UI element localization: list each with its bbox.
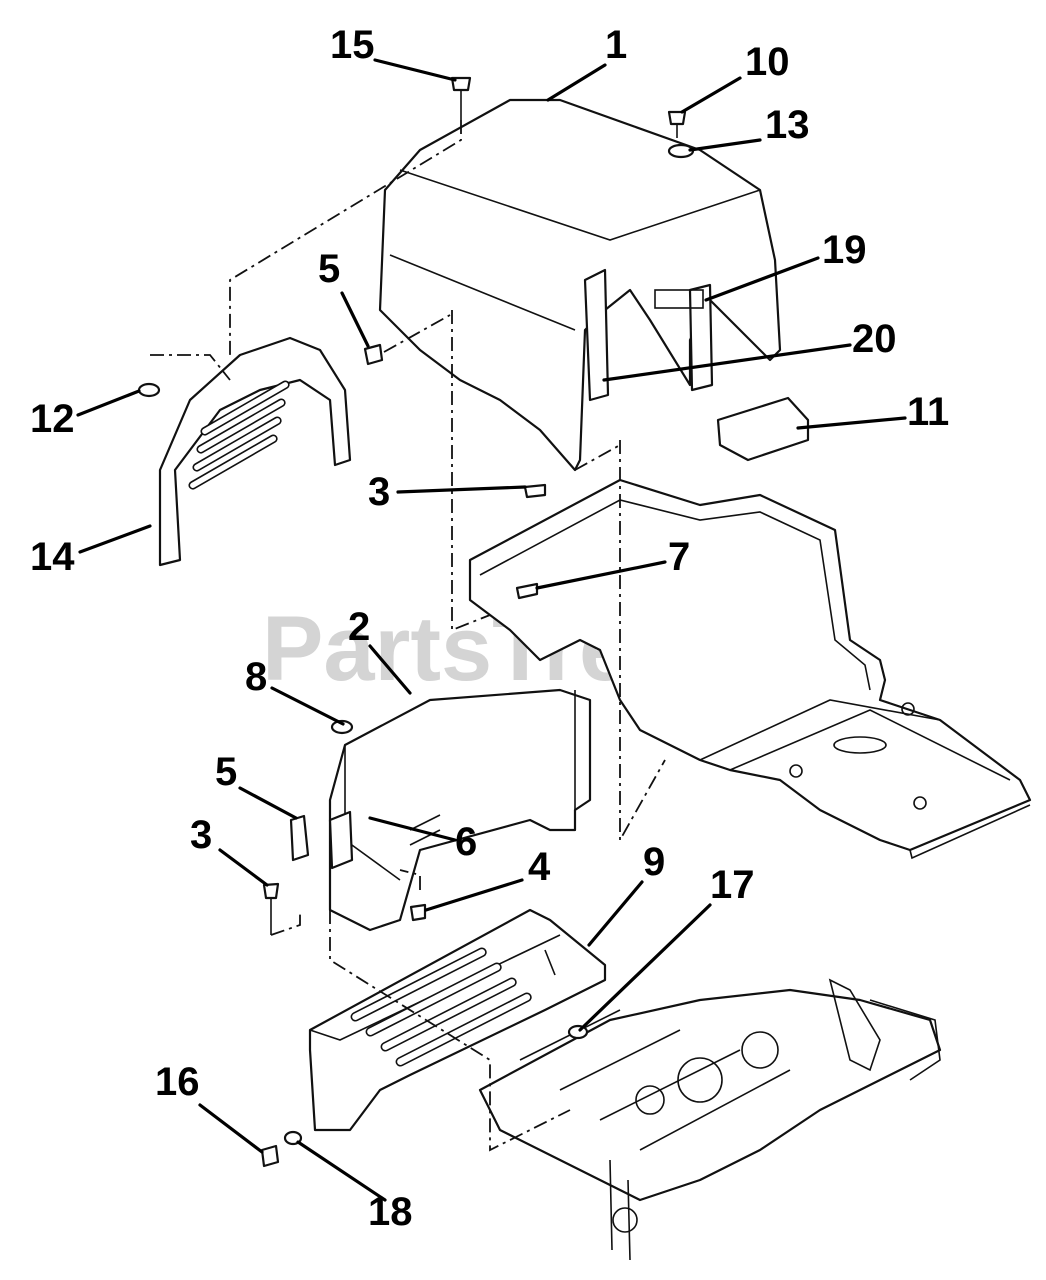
callout-11: 11 bbox=[907, 390, 949, 434]
part-11-bracket bbox=[716, 396, 810, 462]
part-14-side-grille bbox=[158, 336, 352, 567]
callout-20: 20 bbox=[852, 317, 897, 361]
callout-3-hood: 3 bbox=[368, 470, 390, 514]
callout-16: 16 bbox=[155, 1060, 200, 1104]
callouts: 15 1 10 13 19 20 11 5 12 14 3 7 2 8 5 6 … bbox=[30, 23, 949, 1234]
callout-6: 6 bbox=[455, 820, 477, 864]
callout-7: 7 bbox=[668, 535, 690, 579]
callout-9: 9 bbox=[643, 840, 665, 884]
pan-slots bbox=[350, 947, 532, 1067]
callout-1: 1 bbox=[605, 23, 627, 67]
leader-lines bbox=[76, 58, 907, 1202]
part-9-lower-pan bbox=[308, 908, 607, 1132]
callout-10: 10 bbox=[745, 40, 790, 84]
callout-5-shroud: 5 bbox=[215, 750, 237, 794]
callout-13: 13 bbox=[765, 103, 810, 147]
assembly-dashed-lines bbox=[150, 120, 666, 1152]
callout-3-shroud: 3 bbox=[190, 813, 212, 857]
tractor-frame bbox=[478, 978, 942, 1261]
callout-2: 2 bbox=[348, 605, 370, 649]
part-1-hood bbox=[378, 98, 782, 472]
callout-17: 17 bbox=[710, 863, 755, 907]
callout-8: 8 bbox=[245, 655, 267, 699]
callout-18: 18 bbox=[368, 1190, 413, 1234]
callout-14: 14 bbox=[30, 535, 75, 579]
callout-15: 15 bbox=[330, 23, 375, 67]
callout-4: 4 bbox=[528, 845, 551, 889]
callout-19: 19 bbox=[822, 228, 867, 272]
grille-slots bbox=[188, 380, 290, 490]
part-2-center-shroud bbox=[328, 688, 592, 932]
hardware bbox=[137, 76, 695, 1168]
callout-12: 12 bbox=[30, 397, 75, 441]
callout-5-hood: 5 bbox=[318, 247, 340, 291]
